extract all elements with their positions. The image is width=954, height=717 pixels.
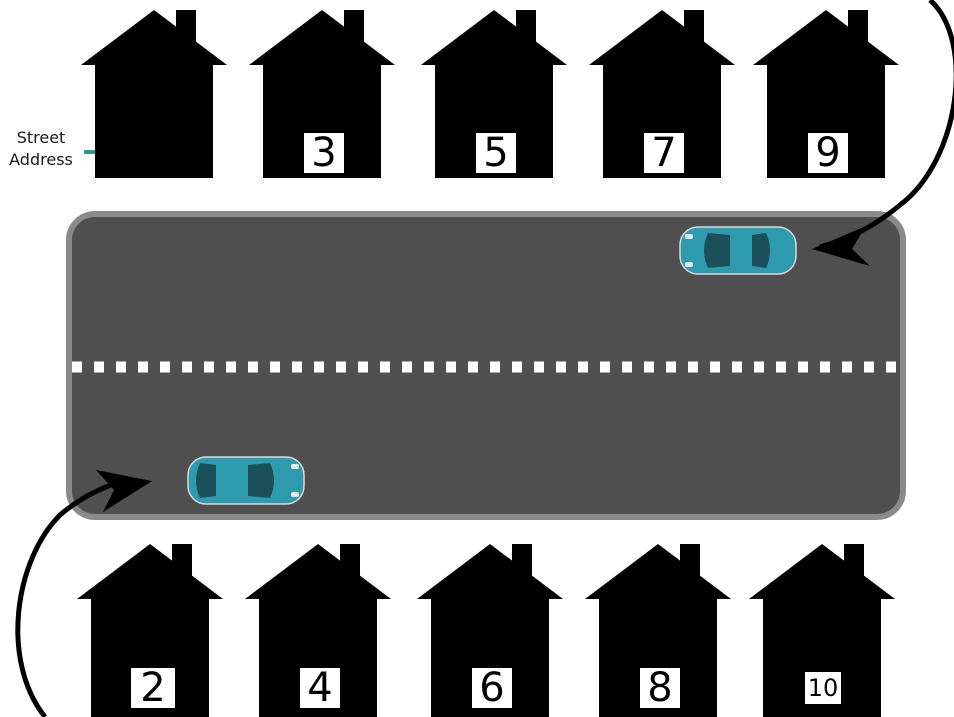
house-number-5: 5 xyxy=(476,133,516,173)
house-number-3: 3 xyxy=(304,133,344,173)
car-top xyxy=(680,227,796,274)
house-number-6: 6 xyxy=(472,668,512,708)
street-label-line2: Address xyxy=(2,149,80,171)
house-number-1: 1 xyxy=(136,133,176,173)
house-number-10: 10 xyxy=(805,672,841,704)
house-number-4: 4 xyxy=(300,668,340,708)
house-number-7: 7 xyxy=(644,133,684,173)
house-number-8: 8 xyxy=(640,668,680,708)
car-bottom xyxy=(188,457,304,504)
house-number-9: 9 xyxy=(808,133,848,173)
street-address-label: Street Address xyxy=(2,127,80,171)
house-number-2: 2 xyxy=(131,668,175,708)
street-label-line1: Street xyxy=(2,127,80,149)
